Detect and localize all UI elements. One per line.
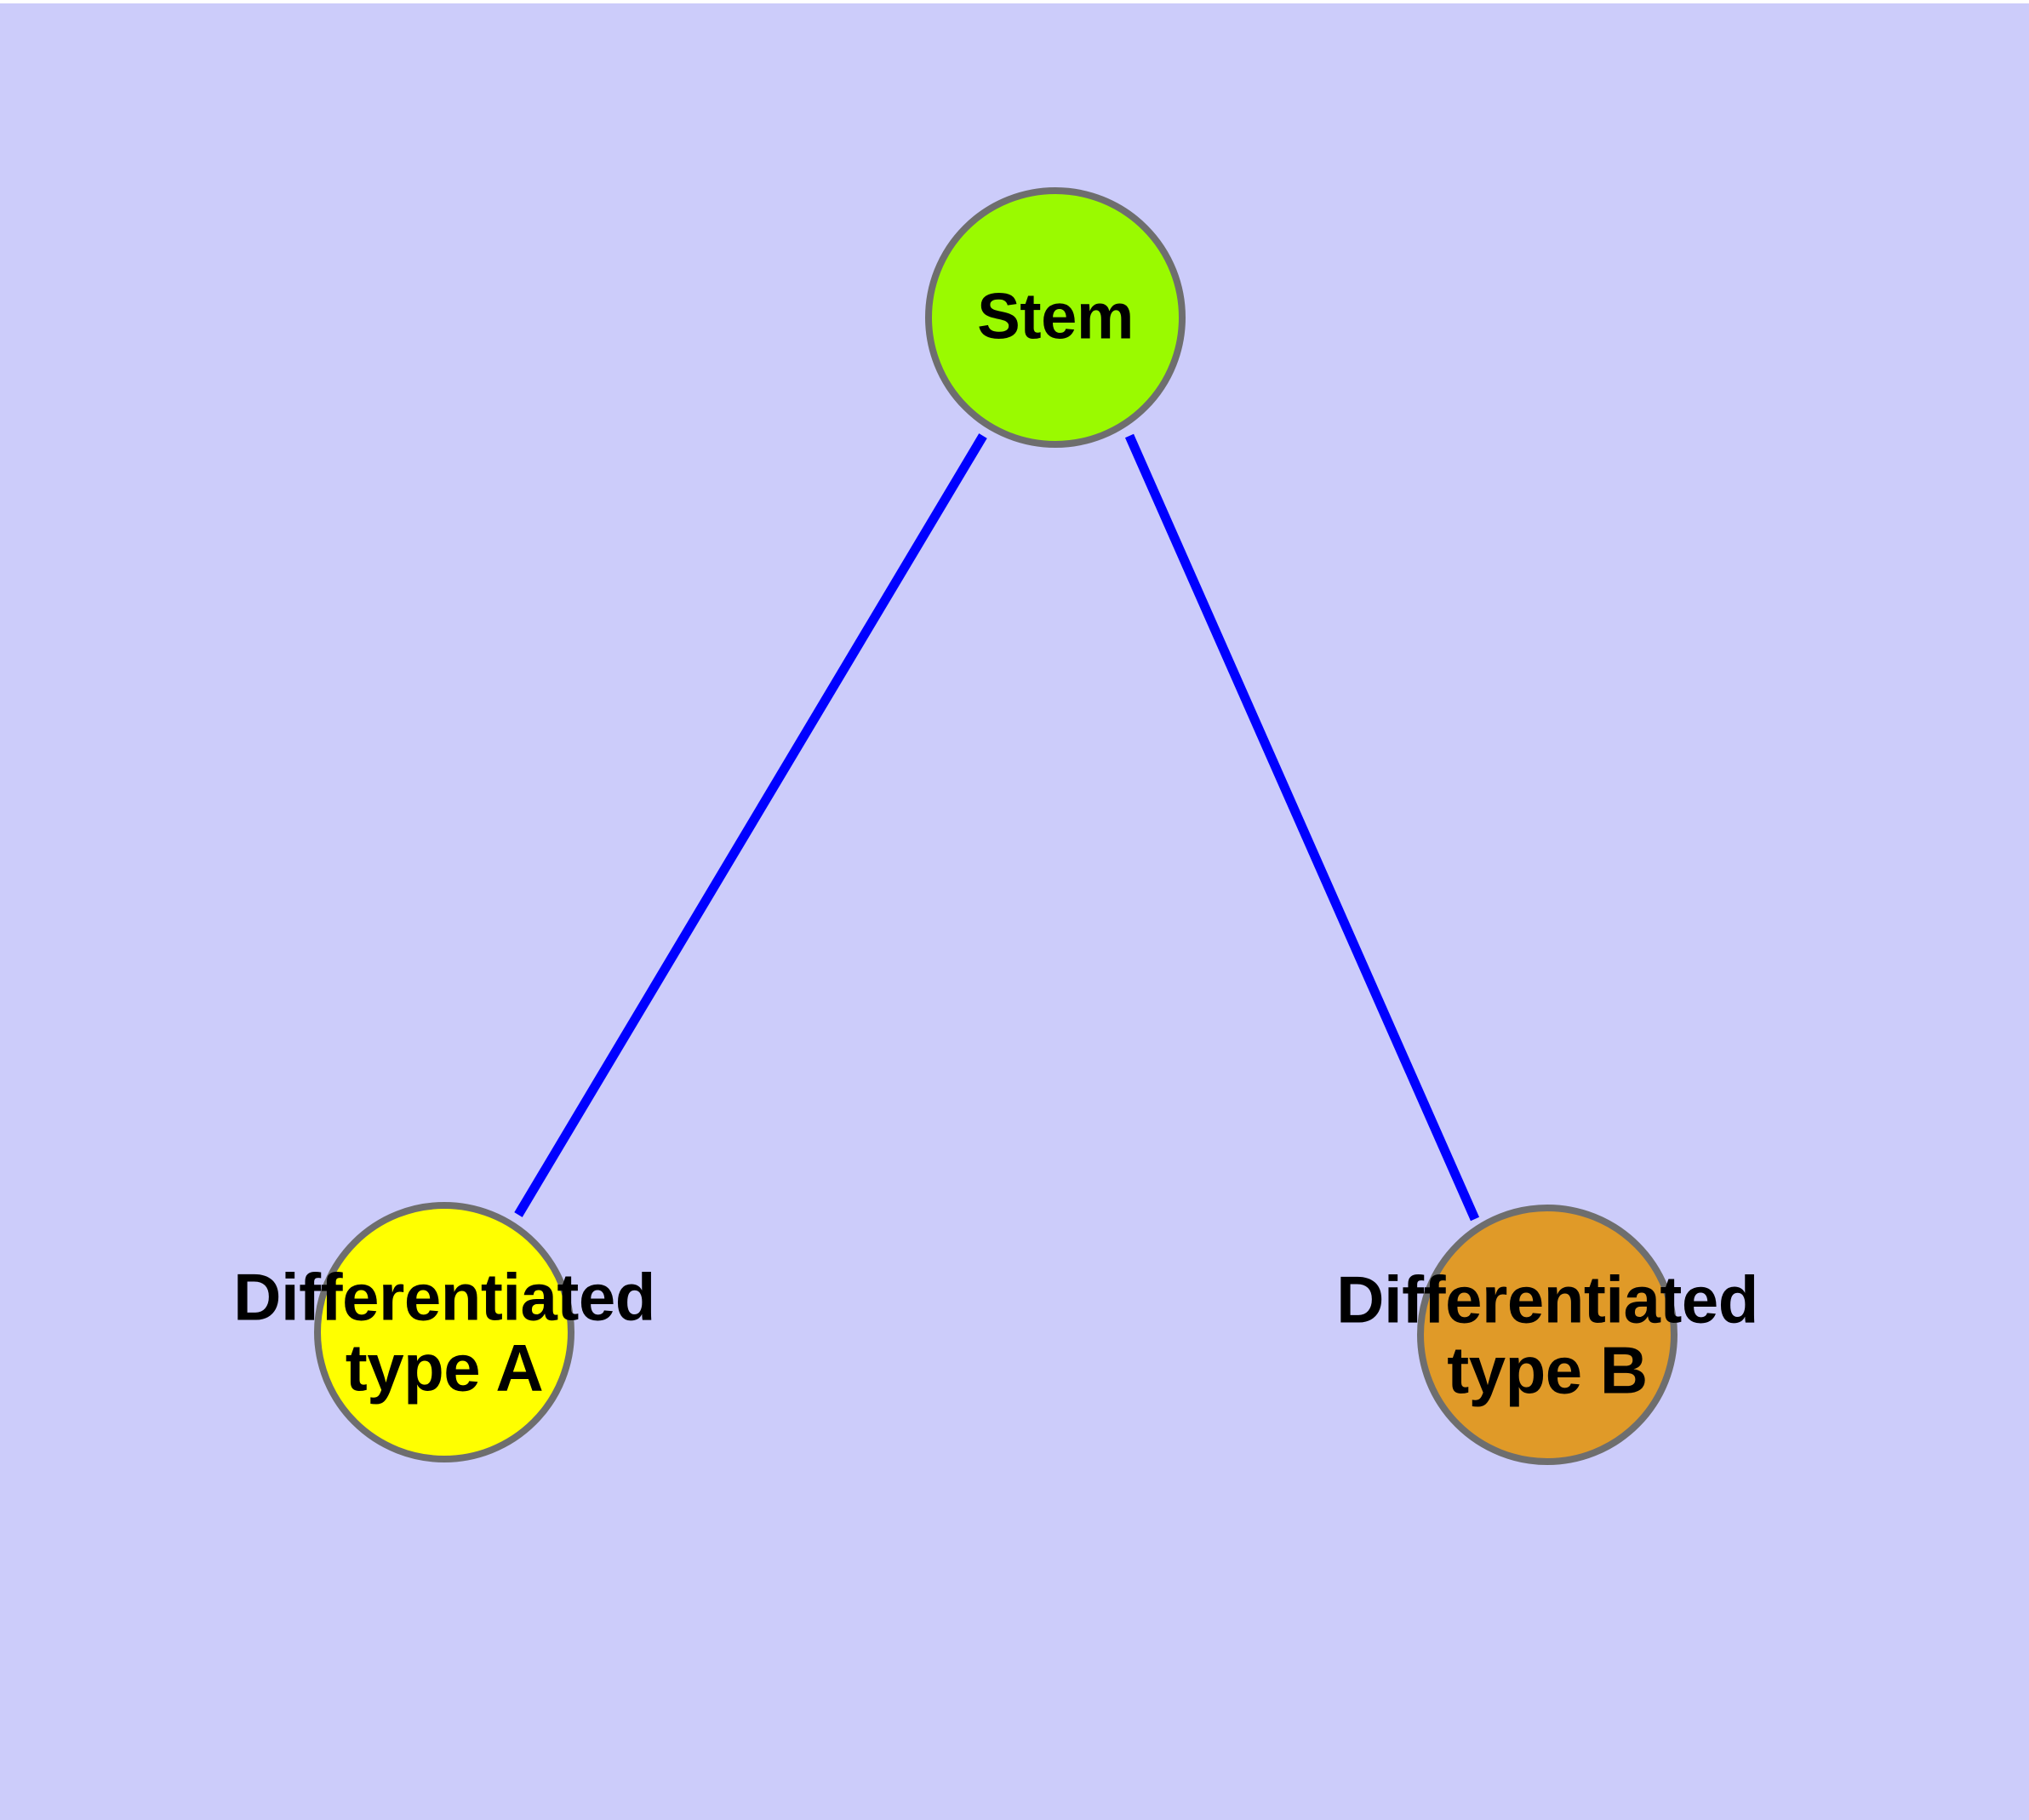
graph-node-diff-b[interactable]	[1417, 1205, 1677, 1465]
graph-node-stem[interactable]	[925, 187, 1186, 448]
graph-edge-stem-to-diff-b[interactable]	[1124, 433, 1480, 1222]
edges-layer	[514, 433, 1480, 1222]
nodes-layer	[314, 187, 1677, 1465]
graph-node-diff-a[interactable]	[314, 1202, 574, 1462]
graph-edge-stem-to-diff-a[interactable]	[514, 433, 987, 1217]
